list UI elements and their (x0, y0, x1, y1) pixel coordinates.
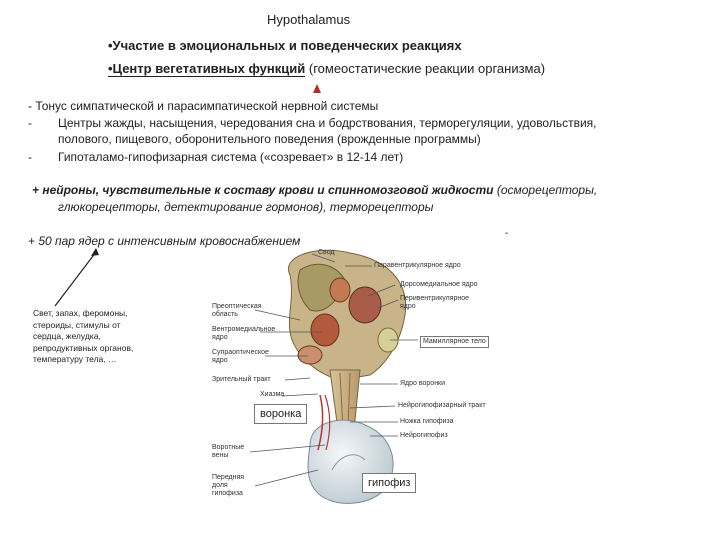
dorsomedial-nucleus (348, 286, 382, 324)
label-svod: Свод (318, 249, 335, 256)
label-infundibular-nucleus: Ядро воронки (400, 380, 446, 387)
leader-chiasm (281, 393, 319, 397)
small-red-arrow (313, 84, 321, 93)
list-item-tone: - Тонус симпатической и парасимпатическо… (28, 99, 379, 113)
label-anterior-lobe: Передняя доля гипофиза (212, 474, 245, 497)
neurons-note-bold: + нейроны, чувствительные к составу кров… (32, 183, 494, 197)
leader-svod (311, 253, 336, 263)
label-preoptic: Преоптическая область (212, 303, 262, 318)
pointer-arrow-line (54, 251, 97, 307)
pituitary-detail (331, 454, 366, 471)
portal-vein (324, 394, 331, 451)
bullet-vegetative-note: (гомеостатические реакции организма) (305, 61, 546, 76)
leader-optic-tract (284, 377, 311, 381)
label-pituitary-stalk: Ножка гипофиза (400, 418, 454, 425)
label-ventromedial: Вентромедиальное ядро (212, 326, 276, 341)
funnel-callout: воронка (254, 404, 308, 424)
neurons-note: + нейроны, чувствительные к составу кров… (32, 183, 597, 197)
pointer-arrow-head (91, 248, 99, 256)
label-supraoptic: Супраоптическое ядро (212, 349, 269, 364)
list-item-centers-text: Центры жажды, насыщения, чередования сна… (58, 116, 597, 130)
pituitary-callout: гипофиз (362, 473, 417, 493)
label-periventricular: Перивентрикулярное ядро (400, 295, 470, 310)
list-item-axis: - Гипоталамо-гипофизарная система («созре… (28, 149, 403, 165)
list-item-centers: - Центры жажды, насыщения, чередования сн… (28, 115, 597, 131)
bullet-vegetative: •Центр вегетативных функций (гомеостатич… (108, 61, 546, 77)
leader-anterior (254, 469, 319, 487)
leader-neurohypo-tract (349, 405, 396, 409)
supraoptic-nucleus (297, 345, 323, 365)
neurons-note-rest: (осморецепторы, (493, 183, 598, 197)
sensory-inputs-note: Свет, запах, феромоны, стероиды, стимулы… (33, 308, 134, 364)
bullet-vegetative-bold: •Центр вегетативных функций (108, 61, 306, 77)
label-neurohypophyseal-tract: Нейрогипофизарный тракт (398, 402, 486, 409)
paraventricular-nucleus (329, 277, 351, 303)
label-mamillary: Мамиллярное тело (420, 336, 489, 348)
label-dorsomedial: Дорсомедиальное ядро (400, 281, 478, 288)
leader-periventr (377, 299, 399, 309)
leader-preoptic (254, 309, 301, 321)
label-optic-tract: Зрительный тракт (212, 376, 271, 383)
label-portal-veins: Воротные вены (212, 444, 245, 459)
ventromedial-nucleus (310, 313, 340, 347)
list-dash: - (28, 116, 32, 130)
nuclei-note: + 50 пар ядер с интенсивным кровоснабжен… (28, 234, 301, 248)
label-neurohypophysis: Нейрогипофиз (400, 432, 448, 439)
bullet-emotional: •Участие в эмоциональных и поведенческих… (108, 38, 462, 53)
leader-portal (249, 444, 326, 453)
list-item-axis-text: Гипоталамо-гипофизарная система («созрев… (58, 150, 404, 164)
portal-vein (317, 394, 324, 451)
label-chiasm: Хиазма (260, 391, 285, 398)
list-item-centers-cont: полового, пищевого, оборонительного пове… (58, 132, 481, 146)
list-dash: - (28, 150, 32, 164)
neurons-note-cont: глюкорецепторы, детектирование гормонов)… (58, 200, 434, 214)
page-title: Hypothalamus (267, 12, 351, 27)
stray-mark: - (505, 228, 509, 239)
leader-dorsomed (367, 284, 396, 297)
label-paraventricular: Паравентрикулярное ядро (374, 262, 461, 269)
